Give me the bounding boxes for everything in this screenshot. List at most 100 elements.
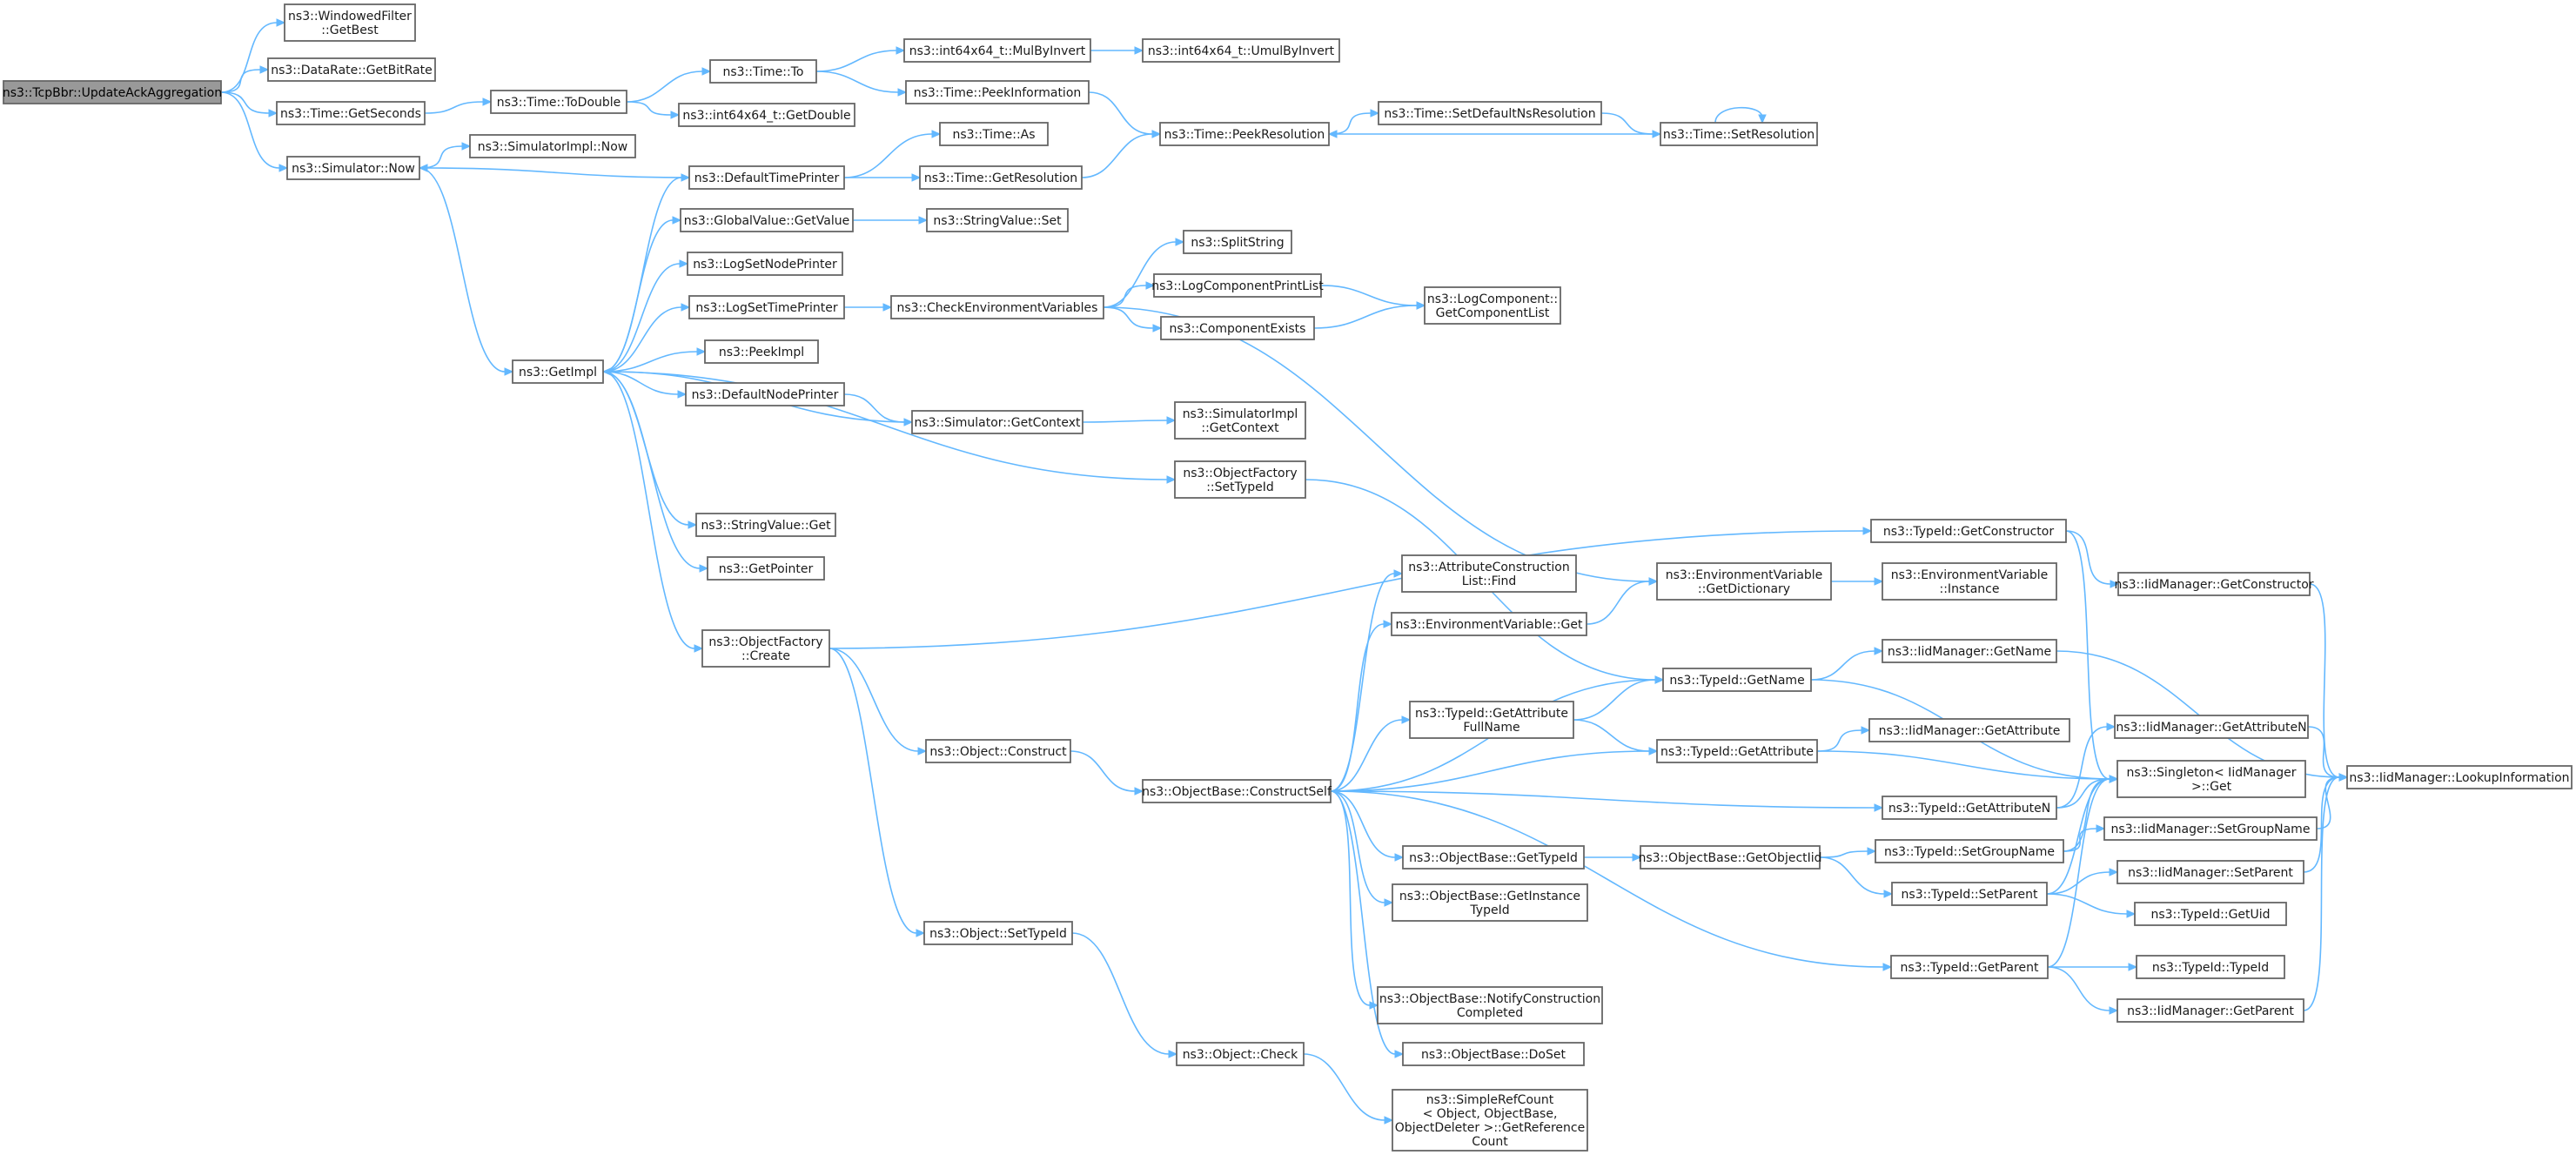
function-node-osti[interactable]: ns3::Object::SetTypeId <box>923 921 1073 945</box>
function-node-imgc[interactable]: ns3::IidManager::GetConstructor <box>2114 572 2314 596</box>
function-node-snow[interactable]: ns3::Simulator::Now <box>286 156 420 180</box>
function-node-tisp[interactable]: ns3::TypeId::SetParent <box>1891 882 2048 906</box>
function-node-cev[interactable]: ns3::CheckEnvironmentVariables <box>890 295 1104 319</box>
function-node-tign[interactable]: ns3::TypeId::GetName <box>1662 668 1812 692</box>
function-node-dtp[interactable]: ns3::DefaultTimePrinter <box>688 165 845 190</box>
function-node-evget[interactable]: ns3::EnvironmentVariable::Get <box>1391 612 1587 636</box>
function-node-obgti[interactable]: ns3::ObjectBase::GetTypeId <box>1402 845 1585 870</box>
node-box <box>903 38 1091 63</box>
function-node-dr[interactable]: ns3::DataRate::GetBitRate <box>267 57 436 82</box>
node-box <box>939 122 1049 146</box>
node-box <box>1870 519 2067 543</box>
function-node-imga[interactable]: ns3::IidManager::GetAttribute <box>1868 718 2070 742</box>
function-node-peekimpl[interactable]: ns3::PeekImpl <box>704 339 819 364</box>
function-node-svset[interactable]: ns3::StringValue::Set <box>926 208 1069 232</box>
call-edge-ce-to-lcgcl <box>1313 301 1426 329</box>
function-node-lcgcl[interactable]: ns3::LogComponent::GetComponentList <box>1424 286 1561 325</box>
function-node-lsnp[interactable]: ns3::LogSetNodePrinter <box>687 252 843 276</box>
call-edge-obcs-to-tigan <box>1330 790 1884 812</box>
function-node-titi[interactable]: ns3::TypeId::TypeId <box>2136 955 2285 979</box>
function-node-dnp[interactable]: ns3::DefaultNodePrinter <box>685 382 845 406</box>
function-node-tisgn[interactable]: ns3::TypeId::SetGroupName <box>1875 839 2064 863</box>
function-node-obcs[interactable]: ns3::ObjectBase::ConstructSelf <box>1142 779 1332 803</box>
node-box <box>1882 639 2057 663</box>
edge-arrowhead <box>1327 130 1338 138</box>
function-node-sgc[interactable]: ns3::Simulator::GetContext <box>911 410 1083 434</box>
function-node-tigu[interactable]: ns3::TypeId::GetUid <box>2134 902 2287 926</box>
function-node-evgd[interactable]: ns3::EnvironmentVariable::GetDictionary <box>1656 562 1832 601</box>
function-node-i64gd[interactable]: ns3::int64x64_t::GetDouble <box>678 103 855 127</box>
function-node-tigan[interactable]: ns3::TypeId::GetAttributeN <box>1882 796 2057 820</box>
function-node-imsgn[interactable]: ns3::IidManager::SetGroupName <box>2103 816 2318 841</box>
function-node-lstp[interactable]: ns3::LogSetTimePrinter <box>688 295 845 319</box>
function-node-src[interactable]: ns3::SimpleRefCount< Object, ObjectBase,… <box>1392 1089 1588 1152</box>
function-node-tigc[interactable]: ns3::TypeId::GetConstructor <box>1870 519 2067 543</box>
function-node-svget[interactable]: ns3::StringValue::Get <box>695 513 836 537</box>
node-label: ns3::Object::Construct <box>929 745 1067 759</box>
function-node-gvgv[interactable]: ns3::GlobalValue::GetValue <box>680 208 854 232</box>
node-label: ns3::LogSetTimePrinter <box>695 301 838 315</box>
edge-arrowhead <box>1384 1116 1394 1125</box>
function-node-tto[interactable]: ns3::Time::To <box>709 59 817 84</box>
function-node-imgn[interactable]: ns3::IidManager::GetName <box>1882 639 2057 663</box>
function-node-wf[interactable]: ns3::WindowedFilter::GetBest <box>284 3 416 42</box>
function-node-ochk[interactable]: ns3::Object::Check <box>1176 1042 1305 1066</box>
call-edge-tigan-to-imgan <box>2056 722 2116 809</box>
edge-arrowhead <box>1151 130 1162 138</box>
function-node-imsp[interactable]: ns3::IidManager::SetParent <box>2116 860 2304 884</box>
call-edge-dtp-to-tas <box>843 130 942 178</box>
function-node-simplgc[interactable]: ns3::SimulatorImpl::GetContext <box>1174 401 1306 440</box>
function-node-tpr[interactable]: ns3::Time::PeekResolution <box>1159 122 1330 146</box>
node-label: ns3::Simulator::GetContext <box>914 416 1081 430</box>
node-box <box>1377 986 1603 1024</box>
function-node-imli[interactable]: ns3::IidManager::LookupInformation <box>2346 765 2573 789</box>
edge-arrowhead <box>1394 853 1405 862</box>
call-edges <box>220 18 2349 1125</box>
node-label: ns3::int64x64_t::GetDouble <box>682 109 850 123</box>
function-node-sget[interactable]: ns3::Singleton< IidManager >::Get <box>2116 760 2306 798</box>
function-node-i64umul[interactable]: ns3::int64x64_t::UmulByInvert <box>1142 38 1340 63</box>
function-node-ofc[interactable]: ns3::ObjectFactory::Create <box>701 629 830 668</box>
edge-line <box>1586 581 1650 625</box>
function-node-obgoi[interactable]: ns3::ObjectBase::GetObjectIid <box>1638 845 1822 870</box>
function-node-ce[interactable]: ns3::ComponentExists <box>1160 316 1315 340</box>
function-node-tgs[interactable]: ns3::Time::GetSeconds <box>276 101 426 125</box>
function-node-tiga[interactable]: ns3::TypeId::GetAttribute <box>1656 739 1818 763</box>
function-node-ttd[interactable]: ns3::Time::ToDouble <box>490 90 627 114</box>
function-node-evi[interactable]: ns3::EnvironmentVariable::Instance <box>1882 562 2057 601</box>
call-edge-tiga-to-sget <box>1816 750 2119 783</box>
function-node-imgp[interactable]: ns3::IidManager::GetParent <box>2116 998 2304 1023</box>
node-box <box>704 339 819 364</box>
call-edge-imgp-to-imli <box>2303 773 2349 1011</box>
function-node-split[interactable]: ns3::SplitString <box>1183 230 1292 254</box>
function-node-imgan[interactable]: ns3::IidManager::GetAttributeN <box>2114 715 2309 739</box>
function-node-obds[interactable]: ns3::ObjectBase::DoSet <box>1402 1042 1585 1066</box>
function-node-i64mul[interactable]: ns3::int64x64_t::MulByInvert <box>903 38 1091 63</box>
edge-line <box>220 91 280 169</box>
node-label: ns3::Time::As <box>952 128 1035 142</box>
edge-line <box>1573 679 1656 721</box>
edge-line <box>1313 305 1418 329</box>
function-node-tgr[interactable]: ns3::Time::GetResolution <box>919 165 1083 190</box>
function-node-tpi[interactable]: ns3::Time::PeekInformation <box>905 80 1090 104</box>
function-node-gp[interactable]: ns3::GetPointer <box>707 556 825 581</box>
function-node-tsr[interactable]: ns3::Time::SetResolution <box>1660 122 1818 146</box>
function-node-tigp[interactable]: ns3::TypeId::GetParent <box>1890 955 2049 979</box>
node-box <box>1176 1042 1305 1066</box>
function-node-simplnow[interactable]: ns3::SimulatorImpl::Now <box>469 134 636 158</box>
function-node-tas[interactable]: ns3::Time::As <box>939 122 1049 146</box>
node-box <box>695 513 836 537</box>
function-node-oc[interactable]: ns3::Object::Construct <box>925 739 1071 763</box>
node-box <box>1153 273 1322 298</box>
function-node-lcpl[interactable]: ns3::LogComponentPrintList <box>1151 273 1324 298</box>
function-node-root[interactable]: ns3::TcpBbr::UpdateAckAggregation <box>3 80 222 104</box>
function-node-getimpl[interactable]: ns3::GetImpl <box>512 359 604 384</box>
function-node-ofsti[interactable]: ns3::ObjectFactory::SetTypeId <box>1174 460 1306 499</box>
function-node-obnc[interactable]: ns3::ObjectBase::NotifyConstructionCompl… <box>1377 986 1603 1024</box>
function-node-tsdnr[interactable]: ns3::Time::SetDefaultNsResolution <box>1378 101 1602 125</box>
edge-line <box>1328 112 1372 135</box>
